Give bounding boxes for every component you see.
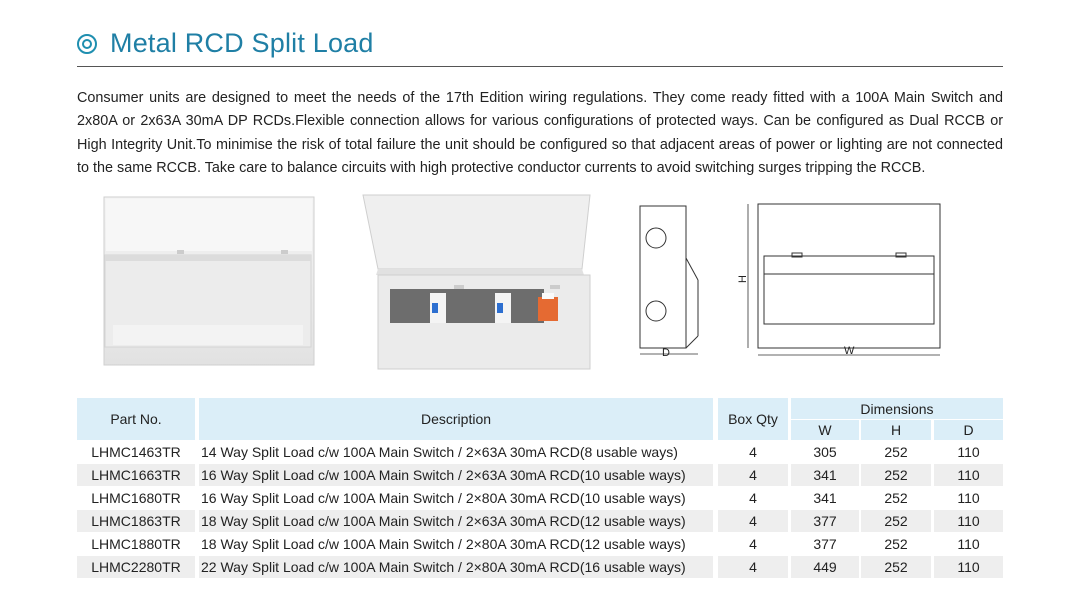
cell-box-qty: 4 (749, 444, 757, 460)
cell-part-no: LHMC2280TR (77, 556, 195, 578)
cell-part-no: LHMC1863TR (77, 510, 195, 532)
cell-h: 252 (884, 536, 908, 552)
cell-description: 16 Way Split Load c/w 100A Main Switch /… (201, 490, 686, 506)
cell-w: 341 (813, 490, 837, 506)
closed-unit-image (103, 196, 315, 366)
cell-w: 305 (813, 444, 837, 460)
cell-part-no: LHMC1463TR (91, 444, 181, 460)
cell-description: 18 Way Split Load c/w 100A Main Switch /… (199, 510, 713, 532)
cell-d: 110 (957, 490, 980, 506)
dim-label-h: H (737, 275, 749, 283)
cell-box-qty: 4 (718, 556, 788, 578)
cell-h: 252 (884, 444, 908, 460)
table-row: LHMC2280TR 22 Way Split Load c/w 100A Ma… (77, 556, 1003, 578)
table-row: LHMC1463TR 14 Way Split Load c/w 100A Ma… (77, 441, 1003, 463)
cell-part-no: LHMC1680TR (91, 490, 181, 506)
cell-box-qty: 4 (749, 536, 757, 552)
header-w: W (791, 420, 859, 440)
cell-d: 110 (934, 556, 1003, 578)
header-box-qty: Box Qty (718, 398, 788, 440)
cell-description: 16 Way Split Load c/w 100A Main Switch /… (199, 464, 713, 486)
header-h: H (861, 420, 931, 440)
cell-description: 18 Way Split Load c/w 100A Main Switch /… (201, 536, 686, 552)
cell-d: 110 (957, 444, 980, 460)
table-row: LHMC1863TR 18 Way Split Load c/w 100A Ma… (77, 510, 1003, 532)
header-description: Description (199, 398, 713, 440)
header-part-no: Part No. (77, 398, 195, 440)
cell-w: 449 (791, 556, 859, 578)
cell-d: 110 (934, 464, 1003, 486)
table-row: LHMC1680TR 16 Way Split Load c/w 100A Ma… (77, 487, 1003, 509)
cell-box-qty: 4 (718, 464, 788, 486)
cell-h: 252 (861, 510, 931, 532)
cell-box-qty: 4 (749, 490, 757, 506)
dim-label-w: W (844, 345, 855, 357)
cell-h: 252 (861, 556, 931, 578)
header-d: D (934, 420, 1003, 440)
cell-h: 252 (861, 464, 931, 486)
front-elevation-drawing: H W (737, 203, 941, 357)
dim-label-d: D (662, 347, 670, 359)
cell-d: 110 (957, 536, 980, 552)
cell-w: 341 (791, 464, 859, 486)
intro-paragraph: Consumer units are designed to meet the … (77, 90, 1003, 177)
cell-description: 14 Way Split Load c/w 100A Main Switch /… (201, 444, 678, 460)
cell-description: 22 Way Split Load c/w 100A Main Switch /… (199, 556, 713, 578)
table-row: LHMC1663TR 16 Way Split Load c/w 100A Ma… (77, 464, 1003, 486)
cell-d: 110 (934, 510, 1003, 532)
cell-box-qty: 4 (718, 510, 788, 532)
table-row: LHMC1880TR 18 Way Split Load c/w 100A Ma… (77, 533, 1003, 555)
header-dimensions: Dimensions (791, 398, 1003, 419)
section-header: Metal RCD Split Load (77, 28, 1003, 67)
cell-part-no: LHMC1880TR (91, 536, 181, 552)
cell-w: 377 (791, 510, 859, 532)
side-elevation-drawing: D (639, 205, 699, 359)
double-circle-icon (77, 34, 97, 54)
page-title: Metal RCD Split Load (110, 28, 374, 58)
cell-part-no: LHMC1663TR (77, 464, 195, 486)
cell-w: 377 (813, 536, 837, 552)
cell-h: 252 (884, 490, 908, 506)
open-unit-image (362, 194, 591, 370)
